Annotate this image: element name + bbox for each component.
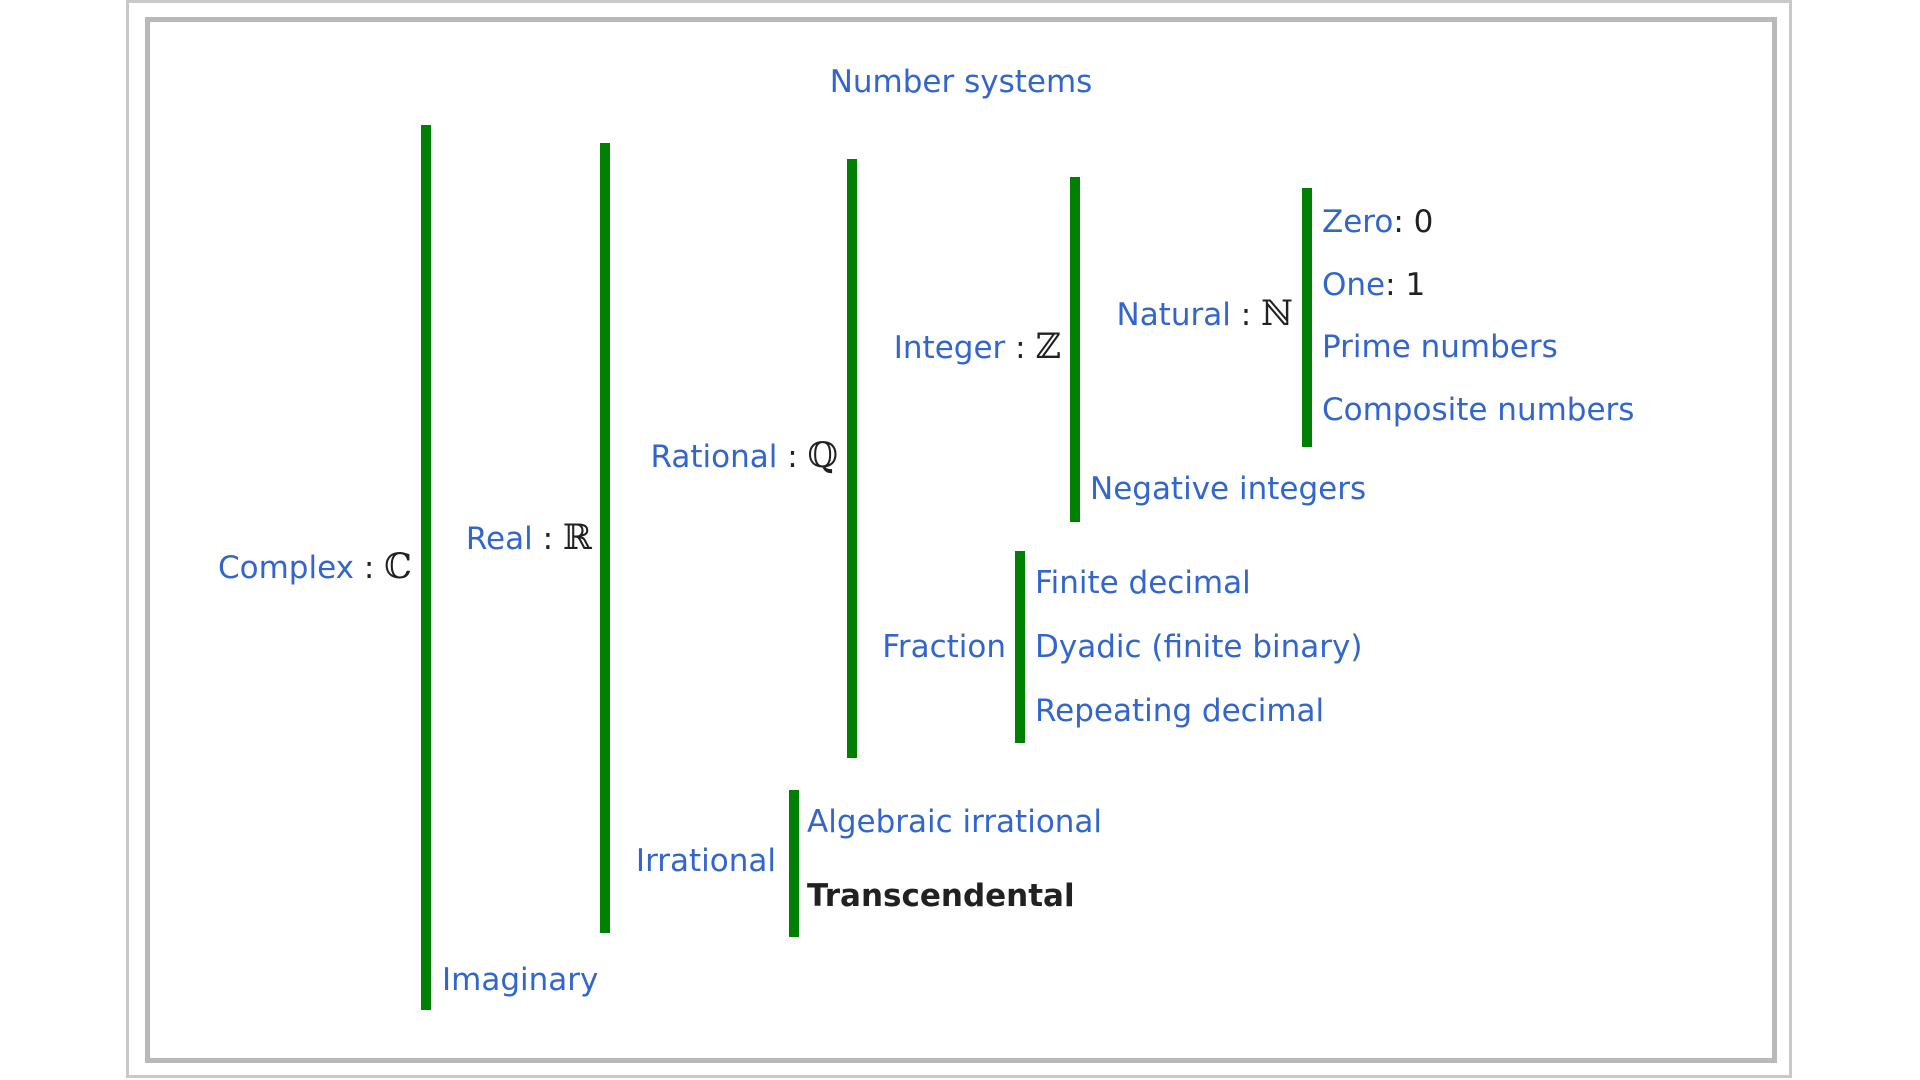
natural-set-symbol: ℕ bbox=[1261, 294, 1293, 334]
real-group-bar bbox=[600, 143, 610, 933]
fraction-group-bar bbox=[1015, 551, 1025, 743]
node-rational: Rational : ℚ bbox=[650, 434, 838, 479]
node-finite-decimal: Finite decimal bbox=[1035, 561, 1251, 605]
complex-link[interactable]: Complex bbox=[218, 550, 354, 586]
rational-separator: : bbox=[777, 439, 808, 475]
integer-link[interactable]: Integer bbox=[893, 330, 1006, 366]
fraction-link[interactable]: Fraction bbox=[882, 629, 1006, 665]
node-negative-integers: Negative integers bbox=[1090, 467, 1366, 511]
irrational-group-bar bbox=[789, 790, 799, 937]
algebraic-irrational-link[interactable]: Algebraic irrational bbox=[807, 804, 1103, 840]
node-complex: Complex : ℂ bbox=[218, 545, 412, 590]
title-link[interactable]: Number systems bbox=[829, 64, 1093, 100]
node-irrational: Irrational bbox=[636, 839, 776, 883]
complex-separator: : bbox=[353, 550, 385, 586]
transcendental-current-page-label: Transcendental bbox=[807, 878, 1075, 914]
one-separator: : bbox=[1385, 267, 1406, 303]
negative-integers-link[interactable]: Negative integers bbox=[1090, 471, 1367, 507]
node-real: Real : ℝ bbox=[466, 516, 592, 561]
complex-group-bar bbox=[421, 125, 431, 1010]
rational-group-bar bbox=[847, 159, 857, 758]
rational-link[interactable]: Rational bbox=[650, 439, 778, 475]
node-integer: Integer : ℤ bbox=[894, 325, 1061, 370]
node-dyadic: Dyadic (finite binary) bbox=[1035, 625, 1362, 669]
real-separator: : bbox=[532, 521, 563, 557]
page-title: Number systems bbox=[145, 60, 1777, 104]
real-link[interactable]: Real bbox=[465, 521, 533, 557]
zero-value: 0 bbox=[1413, 204, 1434, 240]
one-value: 1 bbox=[1405, 267, 1426, 303]
node-fraction: Fraction bbox=[882, 625, 1006, 669]
composite-numbers-link[interactable]: Composite numbers bbox=[1322, 392, 1635, 428]
zero-separator: : bbox=[1393, 204, 1414, 240]
prime-numbers-link[interactable]: Prime numbers bbox=[1322, 329, 1558, 365]
node-prime-numbers: Prime numbers bbox=[1322, 325, 1558, 369]
integer-set-symbol: ℤ bbox=[1035, 327, 1061, 367]
imaginary-link[interactable]: Imaginary bbox=[442, 962, 599, 998]
node-zero: Zero: 0 bbox=[1322, 200, 1433, 244]
one-link[interactable]: One bbox=[1322, 267, 1386, 303]
complex-set-symbol: ℂ bbox=[384, 547, 412, 587]
node-imaginary: Imaginary bbox=[442, 958, 598, 1002]
integer-separator: : bbox=[1005, 330, 1036, 366]
node-composite-numbers: Composite numbers bbox=[1322, 388, 1634, 432]
zero-link[interactable]: Zero bbox=[1322, 204, 1394, 240]
rational-set-symbol: ℚ bbox=[807, 436, 839, 476]
finite-decimal-link[interactable]: Finite decimal bbox=[1035, 565, 1251, 601]
natural-link[interactable]: Natural bbox=[1116, 297, 1231, 333]
dyadic-link[interactable]: Dyadic (finite binary) bbox=[1035, 629, 1363, 665]
natural-separator: : bbox=[1230, 297, 1261, 333]
node-transcendental: Transcendental bbox=[807, 874, 1075, 918]
repeating-decimal-link[interactable]: Repeating decimal bbox=[1035, 693, 1325, 729]
diagram-frame bbox=[145, 17, 1777, 1063]
node-repeating-decimal: Repeating decimal bbox=[1035, 689, 1324, 733]
real-set-symbol: ℝ bbox=[562, 518, 592, 558]
irrational-link[interactable]: Irrational bbox=[635, 843, 776, 879]
node-natural: Natural : ℕ bbox=[1117, 292, 1294, 337]
natural-group-bar bbox=[1302, 188, 1312, 447]
node-one: One: 1 bbox=[1322, 263, 1425, 307]
node-algebraic-irrational: Algebraic irrational bbox=[807, 800, 1102, 844]
integer-group-bar bbox=[1070, 177, 1080, 522]
